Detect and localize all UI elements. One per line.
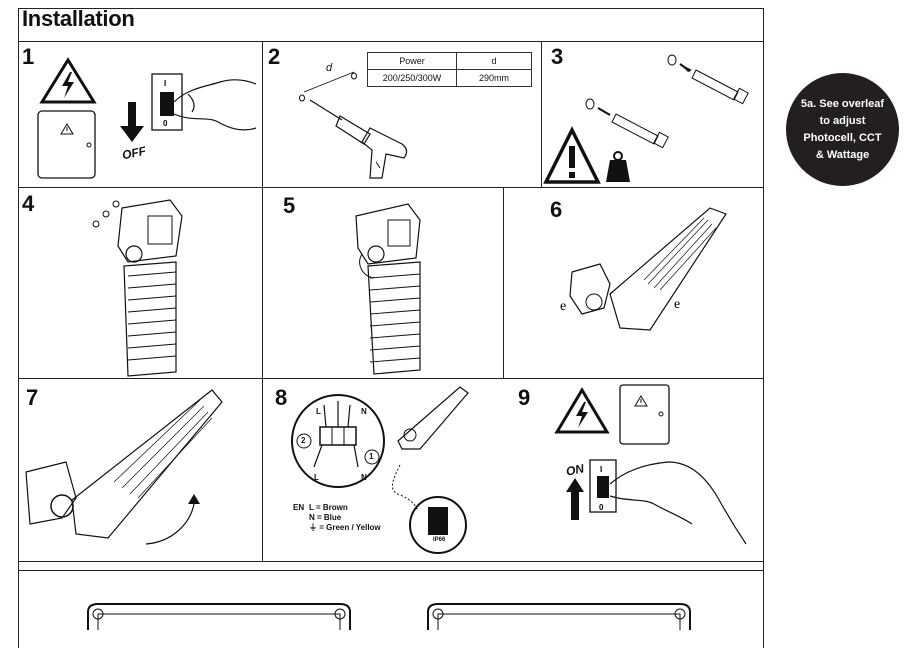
col-divider-b	[541, 41, 542, 187]
badge-line-3: Photocell, CCT	[803, 131, 882, 144]
power-header: Power	[367, 52, 457, 70]
wire-number-1: 1	[369, 452, 374, 461]
row-divider-3	[18, 378, 764, 379]
wiring-lang: EN	[293, 503, 305, 512]
row-divider-5	[18, 570, 764, 571]
terminal-n-bottom: N	[361, 473, 367, 482]
col-divider-a	[262, 41, 263, 561]
d-value: 290mm	[456, 69, 532, 87]
svg-text:e: e	[674, 297, 680, 312]
luminaire-tilt-icon-6: e e	[560, 207, 727, 331]
step-number-1: 1	[22, 44, 35, 69]
warning-heavy-icon	[543, 126, 630, 184]
drill-icon	[299, 71, 408, 179]
row-divider-1	[18, 41, 764, 42]
terminal-l-top: L	[316, 407, 321, 416]
bracket-mount-icon-5	[355, 203, 421, 375]
wiring-ground-legend: ⏚ = Green / Yellow	[309, 523, 381, 532]
wall-switch-on-icon: I 0	[589, 459, 747, 545]
electric-warning-icon-9	[554, 387, 610, 434]
step-number-5: 5	[283, 193, 296, 218]
row-divider-4	[18, 561, 764, 562]
terminal-l-bottom: L	[314, 473, 319, 482]
terminal-n-top: N	[361, 407, 367, 416]
luminaire-rotate-icon-7	[25, 389, 223, 545]
overleaf-note-badge: 5a. See overleaf to adjust Photocell, CC…	[786, 73, 899, 186]
svg-text:I: I	[164, 79, 166, 88]
step-number-9: 9	[518, 385, 531, 410]
badge-line-1: 5a. See overleaf	[800, 97, 885, 110]
col-divider-c	[503, 187, 504, 378]
ip-rating-label: IP66	[433, 537, 446, 543]
step-number-3: 3	[551, 44, 564, 69]
badge-line-4: & Wattage	[815, 148, 870, 161]
step-number-8: 8	[275, 385, 288, 410]
anchor-bolts-icon	[585, 54, 749, 149]
wall-switch-icon: I 0	[151, 73, 257, 131]
svg-text:I: I	[600, 465, 602, 474]
electric-warning-icon	[39, 57, 97, 104]
fixture-outline-right	[427, 603, 691, 630]
power-table: Power d 200/250/300W 290mm	[367, 52, 532, 87]
wiring-l-legend: L = Brown	[309, 503, 348, 512]
step-number-2: 2	[268, 44, 281, 69]
step-number-4: 4	[22, 191, 35, 216]
step-number-6: 6	[550, 197, 563, 222]
installation-frame	[18, 8, 764, 648]
d-header: d	[456, 52, 532, 70]
bracket-mount-icon-4	[92, 199, 183, 377]
svg-text:e: e	[560, 299, 566, 314]
wire-number-2: 2	[301, 436, 306, 445]
wiring-diagram-icon	[291, 386, 469, 554]
power-value: 200/250/300W	[367, 69, 457, 87]
page-title: Installation	[22, 6, 135, 31]
fixture-outline-left	[87, 603, 351, 630]
wiring-n-legend: N = Blue	[309, 513, 342, 522]
badge-line-2: to adjust	[819, 114, 866, 127]
down-arrow-icon	[120, 102, 144, 142]
row-divider-2	[18, 187, 764, 188]
up-arrow-icon	[566, 478, 584, 520]
svg-text:0: 0	[163, 119, 168, 128]
electrical-panel-icon-9	[619, 384, 670, 445]
svg-text:0: 0	[599, 503, 604, 512]
electrical-panel-icon	[37, 110, 96, 179]
step-number-7: 7	[26, 385, 39, 410]
dimension-d-label: d	[326, 62, 333, 74]
